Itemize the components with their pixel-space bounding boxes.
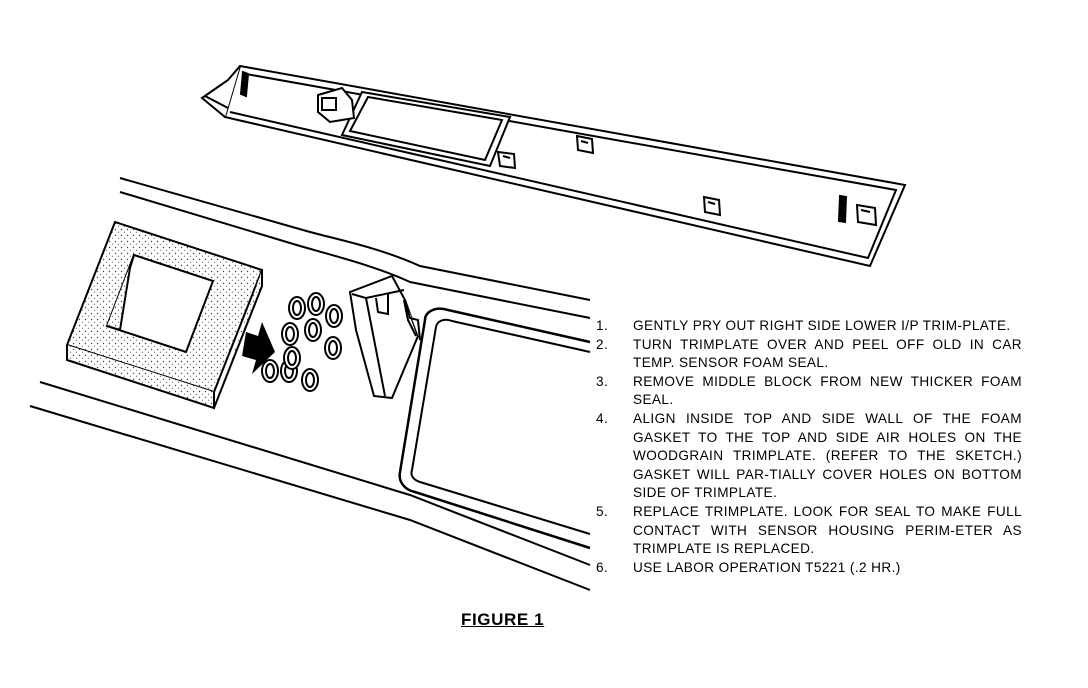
step-number: 3. [596,373,609,389]
instruction-step: 5. REPLACE TRIMPLATE. LOOK FOR SEAL TO MA… [596,503,1022,559]
instruction-step: 3. REMOVE MIDDLE BLOCK FROM NEW THICKER F… [596,373,1022,410]
instruction-step: 4. ALIGN INSIDE TOP AND SIDE WALL OF THE … [596,410,1022,503]
step-text: USE LABOR OPERATION T5221 (.2 HR.) [633,559,901,575]
step-number: 1. [596,318,609,333]
step-text: GENTLY PRY OUT RIGHT SIDE LOWER I/P TRIM… [633,318,1011,333]
step-number: 6. [596,559,609,575]
step-number: 4. [596,410,609,426]
instruction-step: 6. USE LABOR OPERATION T5221 (.2 HR.) [596,559,1022,578]
step-number: 5. [596,503,609,519]
step-text: ALIGN INSIDE TOP AND SIDE WALL OF THE FO… [633,410,1022,501]
step-text: REPLACE TRIMPLATE. LOOK FOR SEAL TO MAKE… [633,503,1022,557]
step-text: TURN TRIMPLATE OVER AND PEEL OFF OLD IN … [633,336,1022,371]
figure-caption: FIGURE 1 [461,610,545,629]
instrument-panel [29,177,591,591]
arrow-icon [242,322,275,374]
air-holes [261,292,343,392]
foam-gasket [65,220,264,410]
instruction-list: 1. GENTLY PRY OUT RIGHT SIDE LOWER I/P TR… [596,317,1022,577]
trimplate-part [200,64,907,268]
step-text: REMOVE MIDDLE BLOCK FROM NEW THICKER FOA… [633,373,1022,408]
sensor-housing [348,274,421,400]
instruction-step: 1. GENTLY PRY OUT RIGHT SIDE LOWER I/P TR… [596,317,1022,336]
instruction-step: 2. TURN TRIMPLATE OVER AND PEEL OFF OLD I… [596,336,1022,373]
step-number: 2. [596,336,609,352]
